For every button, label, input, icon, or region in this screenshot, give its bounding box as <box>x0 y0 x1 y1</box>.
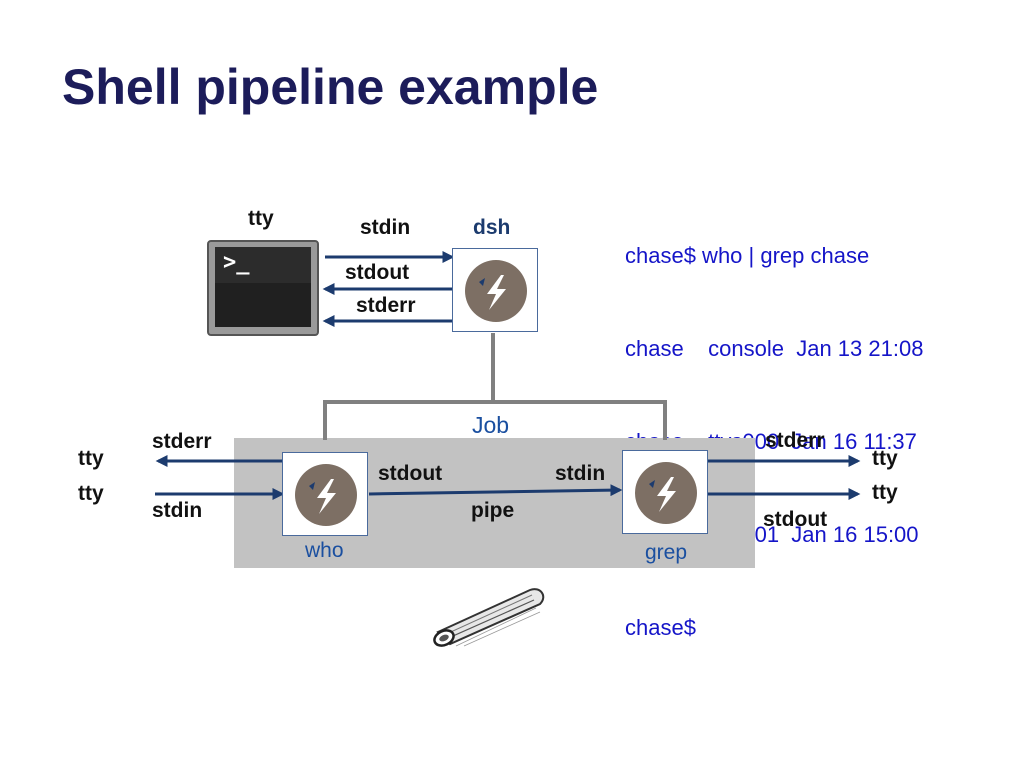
who-label: who <box>305 539 344 562</box>
pipe-stdin-label: stdin <box>555 462 606 485</box>
pipe-arrow <box>368 484 623 497</box>
pipe-label: pipe <box>471 499 515 522</box>
dsh-label: dsh <box>473 216 511 239</box>
lightning-icon <box>309 479 336 514</box>
terminal-line: chase console Jan 13 21:08 <box>625 336 924 361</box>
job-label: Job <box>472 412 510 438</box>
pipe-stdout-label: stdout <box>378 462 443 485</box>
terminal-line: chase$ who | grep chase <box>625 243 870 268</box>
pipe-illustration <box>433 588 545 647</box>
grep-process <box>622 450 708 534</box>
terminal-icon: >_ <box>207 240 319 336</box>
who-tty-out-label: tty <box>78 447 104 470</box>
who-stderr-label: stderr <box>152 430 212 453</box>
job-bracket <box>323 400 667 440</box>
grep-stdout-label: stdout <box>763 508 828 531</box>
lightning-icon <box>649 477 676 512</box>
who-stdin-label: stdin <box>152 499 203 522</box>
grep-tty-out-label: tty <box>872 481 898 504</box>
top-tty-label: tty <box>248 207 274 230</box>
grep-label: grep <box>645 541 688 564</box>
grep-stderr-label: stderr <box>765 429 825 452</box>
top-stdout-label: stdout <box>345 261 410 284</box>
who-tty-in-label: tty <box>78 482 104 505</box>
top-stdin-label: stdin <box>360 216 411 239</box>
dsh-process <box>452 248 538 332</box>
slide-title: Shell pipeline example <box>62 59 599 115</box>
top-stderr-label: stderr <box>356 294 416 317</box>
prompt-glyph: >_ <box>223 250 250 275</box>
who-process <box>282 452 368 536</box>
lightning-icon <box>479 275 506 310</box>
terminal-line: chase$ <box>625 615 696 640</box>
grep-tty-err-label: tty <box>872 447 898 470</box>
